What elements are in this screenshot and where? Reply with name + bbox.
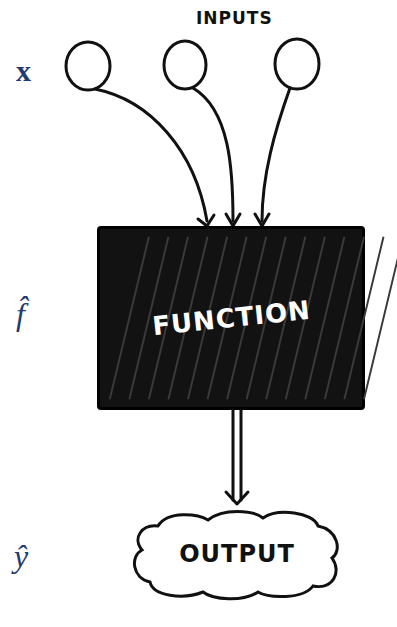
arrow-head: [198, 215, 214, 226]
input-arrow: [95, 89, 207, 221]
scribble-lines: [110, 237, 397, 400]
arrow-head: [255, 214, 269, 226]
cloud-path: [134, 512, 337, 599]
inputs-heading: INPUTS: [196, 8, 273, 28]
output-cloud: OUTPUT: [128, 506, 346, 602]
input-arrow: [262, 88, 290, 221]
connector-line: [240, 410, 243, 500]
arrow-head: [226, 492, 248, 504]
double-arrow: [226, 410, 248, 504]
function-box: FUNCTION: [97, 226, 365, 410]
input-circle: [164, 41, 206, 89]
input-circle: [66, 42, 110, 90]
node-text: OUTPUT: [179, 540, 295, 568]
input-symbol: x: [16, 54, 31, 88]
output-symbol: ŷ: [14, 538, 28, 575]
input-circle: [275, 39, 319, 89]
input-arrow: [193, 88, 233, 221]
arrow-head: [226, 214, 240, 226]
connector-line: [232, 410, 235, 500]
function-symbol: f̂: [16, 296, 25, 333]
